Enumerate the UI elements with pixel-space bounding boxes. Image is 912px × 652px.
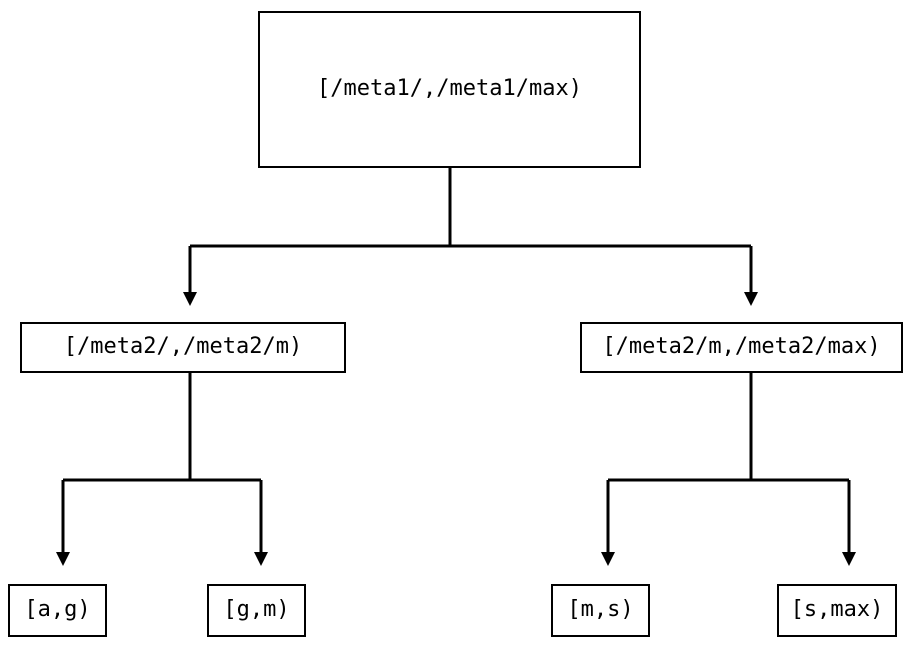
node-leaf-s-max-label: [s,max)	[790, 597, 884, 623]
node-root[interactable]: [/meta1/,/meta1/max)	[258, 11, 641, 168]
node-leaf-m-s[interactable]: [m,s)	[551, 584, 650, 637]
node-leaf-g-m[interactable]: [g,m)	[207, 584, 306, 637]
node-leaf-s-max[interactable]: [s,max)	[777, 584, 897, 637]
node-mid-left-label: [/meta2/,/meta2/m)	[63, 334, 303, 360]
arrowhead-root-to-mid-right	[744, 292, 758, 306]
arrowhead-mid-left-to-leaf-a-g	[56, 552, 70, 566]
node-root-label: [/meta1/,/meta1/max)	[317, 76, 582, 102]
node-leaf-a-g[interactable]: [a,g)	[8, 584, 107, 637]
node-leaf-m-s-label: [m,s)	[567, 597, 634, 623]
node-leaf-a-g-label: [a,g)	[24, 597, 91, 623]
arrowhead-mid-right-to-leaf-m-s	[601, 552, 615, 566]
arrowhead-mid-left-to-leaf-g-m	[254, 552, 268, 566]
arrowhead-mid-right-to-leaf-s-max	[842, 552, 856, 566]
node-mid-right[interactable]: [/meta2/m,/meta2/max)	[580, 322, 903, 373]
node-mid-right-label: [/meta2/m,/meta2/max)	[602, 334, 881, 360]
arrowhead-root-to-mid-left	[183, 292, 197, 306]
node-mid-left[interactable]: [/meta2/,/meta2/m)	[20, 322, 346, 373]
node-leaf-g-m-label: [g,m)	[223, 597, 290, 623]
